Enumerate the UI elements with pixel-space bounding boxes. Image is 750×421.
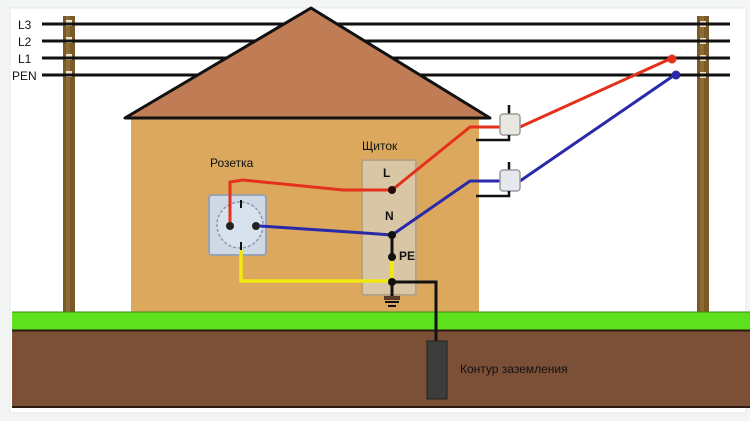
panel-l-label: L (383, 166, 390, 180)
phase-wire-incoming (391, 56, 673, 192)
node-panel-ground (388, 278, 396, 286)
left-pole (63, 16, 75, 312)
socket-phase-pin (226, 222, 234, 230)
distribution-panel (361, 159, 417, 296)
ground-symbol-icon (384, 296, 400, 307)
node-panel-n (388, 231, 396, 239)
soil (12, 330, 750, 408)
fuse-neutral-icon (476, 162, 521, 198)
phase-wire-socket (228, 178, 392, 226)
panel-pe-label: PE (399, 249, 415, 263)
ground-loop-rod (426, 340, 448, 400)
panel-label: Щиток (362, 139, 398, 153)
socket-neutral-pin (252, 222, 260, 230)
neutral-wire-incoming (391, 72, 677, 237)
ground-wire (392, 280, 438, 345)
socket-label: Розетка (210, 156, 254, 170)
label-pen: PEN (12, 69, 37, 83)
node-pole-l1 (667, 54, 677, 64)
right-pole (697, 16, 709, 312)
grass (12, 312, 750, 330)
ground-loop-label: Контур заземления (460, 362, 568, 376)
pe-wire-socket (239, 250, 392, 283)
panel-n-label: N (385, 209, 394, 223)
fuse-phase-icon (476, 105, 521, 142)
house-roof (123, 6, 492, 120)
neutral-wire-socket (259, 224, 393, 237)
label-l3: L3 (18, 18, 32, 32)
node-panel-pe (388, 253, 396, 261)
node-panel-l (388, 186, 396, 194)
label-l2: L2 (18, 35, 32, 49)
label-l1: L1 (18, 52, 32, 66)
node-pole-pen (671, 70, 681, 80)
